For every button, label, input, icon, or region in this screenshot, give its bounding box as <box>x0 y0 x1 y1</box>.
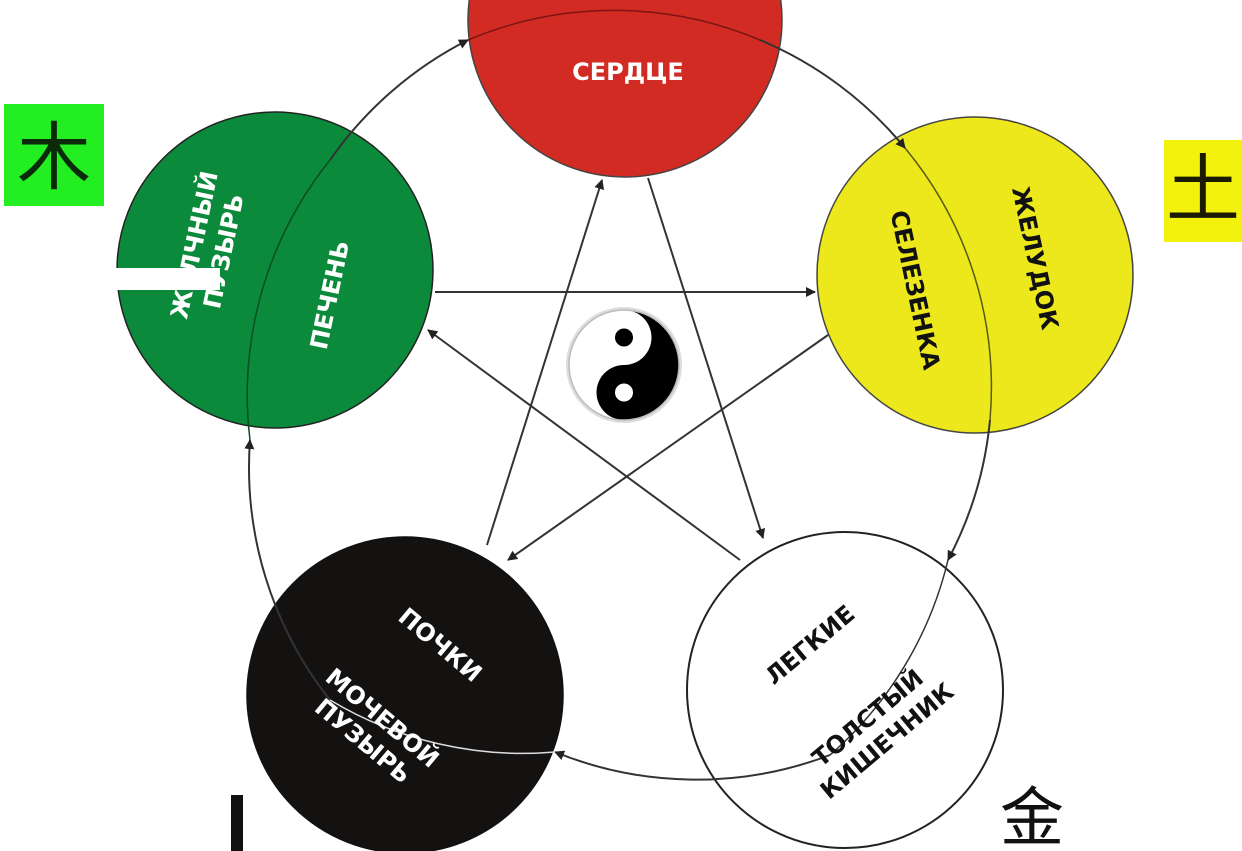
arc-earth-to-metal <box>947 419 991 561</box>
arc-wood-to-fire <box>329 39 469 161</box>
arc-over-wood <box>246 159 331 441</box>
star-fire-to-metal <box>647 177 766 539</box>
metal-circle <box>686 531 1004 849</box>
arc-over-water <box>329 699 556 755</box>
star-water-to-fire <box>486 179 605 546</box>
earth-glyph-badge: 土 <box>1164 140 1242 242</box>
earth-glyph: 土 <box>1166 147 1240 233</box>
wood-glyph: 木 <box>17 115 91 201</box>
label-fire-1: СЕРДЦЕ <box>572 58 684 86</box>
star-metal-to-wood <box>427 329 741 561</box>
yin-yang-icon <box>566 307 682 423</box>
decorative-bar <box>231 795 243 851</box>
wood-glyph-badge: 木 <box>4 104 104 206</box>
arc-water-to-wood <box>244 439 331 701</box>
arc-fire-to-earth <box>759 39 906 149</box>
arc-over-earth <box>904 147 993 421</box>
arc-over-metal <box>829 559 949 756</box>
star-earth-to-water <box>507 334 829 561</box>
metal-glyph: 金 <box>1000 782 1064 851</box>
earth-circle <box>816 116 1134 434</box>
arc-over-fire <box>467 9 761 41</box>
white-bar <box>114 268 220 290</box>
fire-circle <box>467 0 783 178</box>
water-circle <box>246 536 564 851</box>
arc-metal-to-water <box>554 750 831 781</box>
